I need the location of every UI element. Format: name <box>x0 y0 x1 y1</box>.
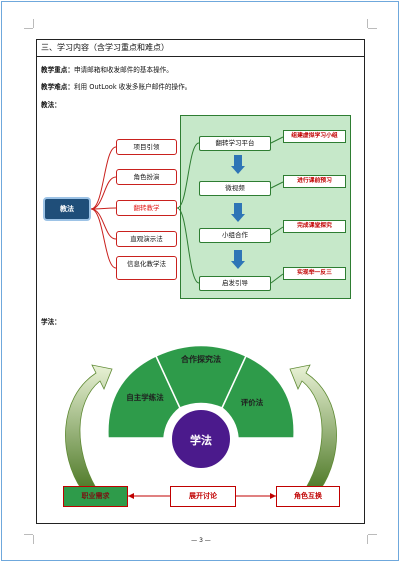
flip-note-virtual-group: 组建虚拟学习小组 <box>283 130 346 143</box>
down-arrow-icon <box>231 155 245 175</box>
difficult-point-label: 教学难点： <box>41 83 74 91</box>
teaching-method-label: 教法： <box>41 101 61 109</box>
arrowhead-icon <box>128 493 134 499</box>
fan-label-cooperation: 合作探究法 <box>181 355 221 364</box>
teaching-method-root: 教法 <box>43 197 91 221</box>
key-point: 教学重点：申请邮箱和收发邮件的基本操作。 <box>41 64 173 74</box>
connector-line <box>176 142 200 209</box>
fan-segment-evaluation <box>221 354 295 439</box>
method-flipped-teaching: 翻转教学 <box>116 200 177 216</box>
page-number: — 3 — <box>191 537 211 544</box>
cycle-arrow-left-icon <box>65 364 113 491</box>
down-arrow-icon <box>231 203 245 223</box>
learning-method-center-label: 学法 <box>190 434 212 447</box>
crop-mark <box>24 28 33 29</box>
cycle-arrow-right-icon <box>289 364 337 491</box>
flip-note-transfer: 实现举一反三 <box>283 267 346 280</box>
fan-label-evaluation: 评价法 <box>240 398 264 407</box>
flip-step-platform: 翻转学习平台 <box>199 136 271 151</box>
method-role-play: 角色扮演 <box>116 169 177 185</box>
difficult-point-text: 利用 OutLook 收发多账户邮件的操作。 <box>73 83 192 91</box>
key-point-text: 申请邮箱和收发邮件的基本操作。 <box>73 66 173 74</box>
section-title: 三、学习内容（含学习重点和难点） <box>36 39 365 57</box>
crop-mark <box>367 535 368 544</box>
crop-mark <box>33 19 34 28</box>
box-discussion: 展开讨论 <box>170 486 236 507</box>
difficult-point: 教学难点：利用 OutLook 收发多账户邮件的操作。 <box>41 81 191 91</box>
flip-step-guidance: 启发引导 <box>199 276 271 291</box>
method-information-teaching: 信息化教学法 <box>116 256 177 280</box>
connector-line <box>176 207 200 284</box>
connector-line <box>270 226 284 236</box>
box-career-demand: 职业需求 <box>63 486 128 507</box>
crop-mark <box>24 534 33 535</box>
connector-line <box>90 146 117 210</box>
flip-step-group-work: 小组合作 <box>199 228 271 243</box>
method-visual-demo: 直观演示法 <box>116 231 177 247</box>
flip-note-inquiry: 完成课堂探究 <box>283 220 346 233</box>
crop-mark <box>368 28 377 29</box>
key-point-label: 教学重点： <box>41 66 74 74</box>
crop-mark <box>33 535 34 544</box>
connector-line <box>270 273 284 284</box>
connector-line <box>90 176 117 210</box>
connector-line <box>90 208 117 269</box>
learning-method-label: 学法： <box>41 318 61 326</box>
flip-step-micro-video: 微视频 <box>199 181 271 196</box>
connector-line <box>90 207 117 210</box>
method-project-led: 项目引领 <box>116 139 177 155</box>
flip-note-preview: 进行课前预习 <box>283 175 346 188</box>
connector-line <box>270 136 284 144</box>
crop-mark <box>367 19 368 28</box>
arrowhead-icon <box>270 493 276 499</box>
box-role-swap: 角色互换 <box>276 486 340 507</box>
crop-mark <box>368 534 377 535</box>
connector-line <box>270 181 284 189</box>
learning-method-center <box>170 408 232 470</box>
content-frame <box>36 39 365 524</box>
fan-label-self-study: 自主学练法 <box>126 393 164 402</box>
down-arrow-icon <box>231 250 245 270</box>
